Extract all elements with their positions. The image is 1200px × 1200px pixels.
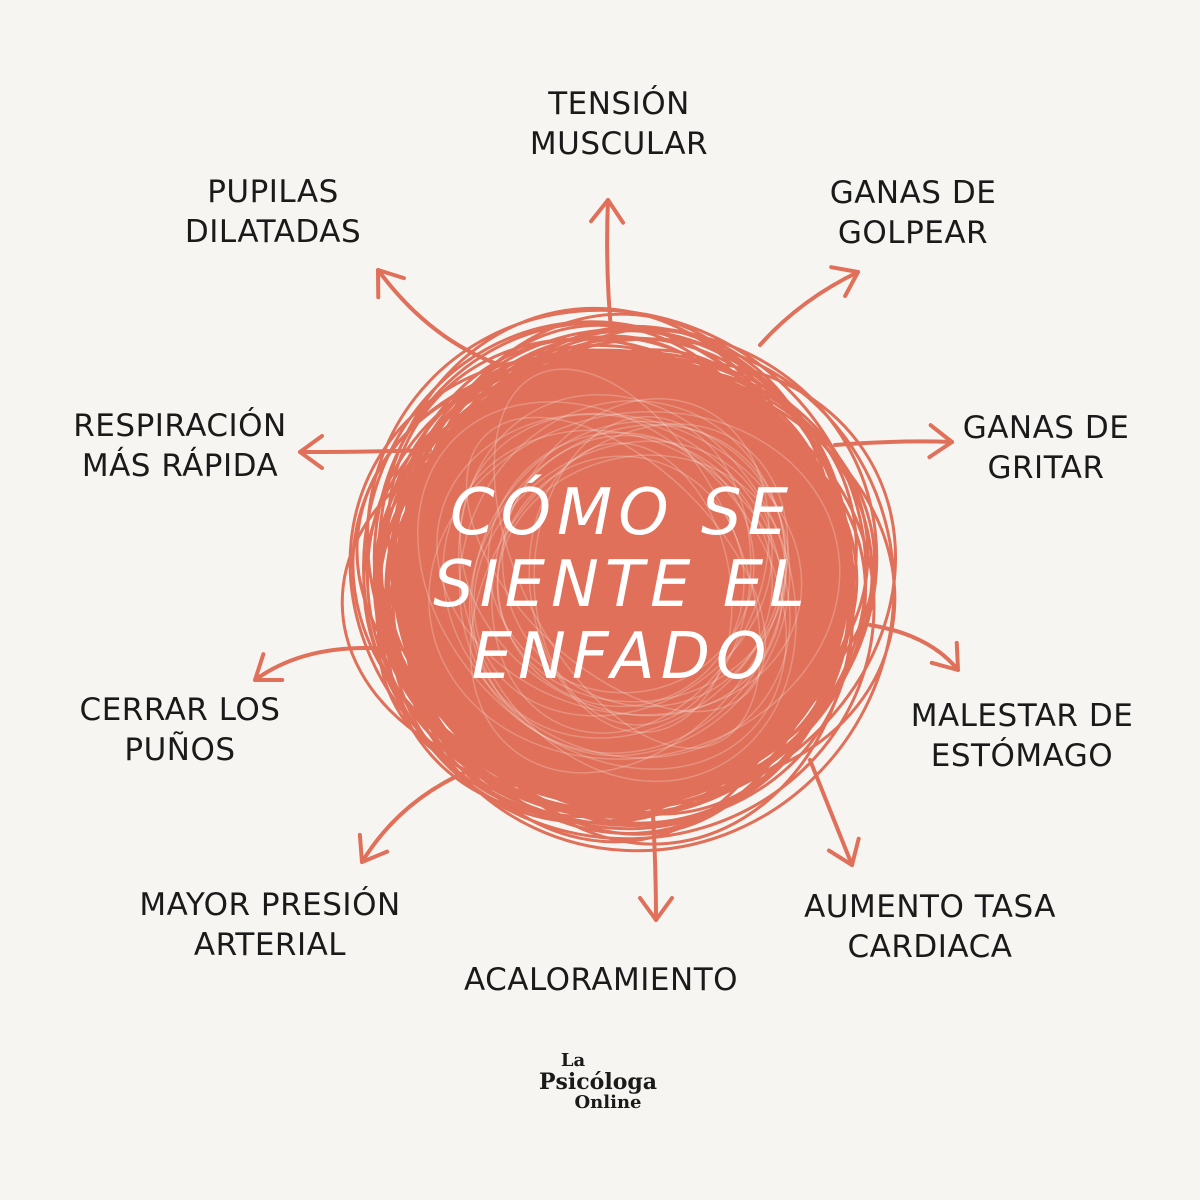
center-title-line-2: SIENTE EL [433, 548, 811, 622]
arrow-pupilas-dilatadas-shaft [376, 268, 502, 367]
arrow-tension-muscular-head [589, 198, 626, 225]
scribble-texture [501, 434, 774, 708]
arrow-ganas-de-golpear-shaft [758, 270, 860, 347]
arrow-malestar-de-estomago [868, 623, 960, 672]
arrow-cerrar-los-punos-shaft [253, 646, 402, 682]
scribble-texture [528, 442, 733, 734]
scribble-loop [448, 390, 853, 808]
arrow-cerrar-los-punos [253, 646, 402, 682]
scribble-loop [340, 414, 844, 787]
scribble-texture [473, 440, 773, 717]
scribble-ball [340, 306, 898, 853]
arrow-aumento-tasa-cardiaca [808, 758, 861, 867]
arrow-malestar-de-estomago-shaft [868, 623, 960, 672]
brand-logo: La Psicóloga Online [539, 1052, 657, 1112]
scribble-loop [463, 374, 838, 793]
scribble-texture [436, 412, 803, 716]
arrow-acaloramiento-shaft [650, 798, 658, 922]
scribble-texture [465, 416, 767, 713]
arrow-acaloramiento [638, 798, 674, 922]
scribble-texture [458, 399, 787, 754]
label-cerrar-los-punos: CERRAR LOS PUÑOS [79, 692, 281, 768]
arrow-respiracion-mas-rapida-shaft [298, 448, 432, 454]
label-aumento-tasa-cardiaca: AUMENTO TASA CARDIACA [804, 889, 1056, 965]
scribble-texture [428, 410, 841, 760]
scribble-texture [497, 455, 745, 708]
label-acaloramiento: ACALORAMIENTO [463, 962, 739, 998]
scribble-texture [470, 420, 791, 757]
scribble-texture [493, 368, 762, 749]
arrow-mayor-presion-arterial-shaft [360, 768, 472, 864]
scribble-texture [491, 397, 770, 734]
arrow-respiracion-mas-rapida-head [298, 434, 324, 470]
scribble-loop [374, 378, 817, 797]
arrow-malestar-de-estomago-head [929, 640, 960, 672]
scribble-loop [429, 392, 807, 788]
scribble-texture [459, 413, 784, 717]
arrow-pupilas-dilatadas-head [376, 268, 406, 300]
scribble-texture [469, 423, 789, 774]
label-tension-muscular: TENSIÓN MUSCULAR [529, 86, 709, 162]
label-ganas-de-gritar: GANAS DE GRITAR [962, 410, 1130, 486]
label-ganas-de-golpear: GANAS DE GOLPEAR [829, 175, 997, 251]
arrow-cerrar-los-punos-head [253, 652, 285, 682]
arrow-tension-muscular [589, 198, 626, 342]
arrow-ganas-de-golpear [758, 265, 860, 347]
arrow-pupilas-dilatadas [376, 268, 502, 367]
label-respiracion-mas-rapida: RESPIRACIÓN MÁS RÁPIDA [73, 408, 287, 484]
label-pupilas-dilatadas: PUPILAS DILATADAS [184, 174, 362, 250]
center-title-line-3: ENFADO [471, 620, 773, 694]
arrow-ganas-de-gritar-shaft [833, 439, 954, 447]
arrow-ganas-de-gritar-head [927, 423, 954, 460]
logo-line-1: La [560, 1050, 586, 1071]
arrow-respiracion-mas-rapida [298, 434, 432, 470]
logo-line-3: Online [574, 1092, 642, 1113]
arrows-group [253, 198, 960, 922]
scribble-loop [376, 369, 876, 841]
scribble-texture [496, 454, 787, 703]
arrow-ganas-de-gritar [833, 423, 954, 460]
scribble-texture [487, 431, 755, 694]
arrow-mayor-presion-arterial [357, 768, 472, 864]
center-title-line-1: CÓMO SE [449, 476, 795, 550]
scribble-texture [468, 424, 786, 739]
arrow-mayor-presion-arterial-head [357, 832, 390, 864]
arrow-aumento-tasa-cardiaca-shaft [808, 758, 854, 867]
scribble-texture [417, 401, 787, 770]
arrow-aumento-tasa-cardiaca-head [826, 836, 861, 867]
arrow-acaloramiento-head [638, 896, 674, 922]
scribble-loop [422, 386, 825, 782]
scribble-texture [533, 415, 752, 726]
scribble-loop [348, 354, 854, 828]
arrow-tension-muscular-shaft [605, 198, 614, 342]
arrow-ganas-de-golpear-head [829, 265, 860, 298]
label-mayor-presion-arterial: MAYOR PRESIÓN ARTERIAL [139, 887, 401, 963]
scribble-texture [442, 429, 791, 759]
logo-line-2: Psicóloga [538, 1069, 658, 1095]
label-malestar-de-estomago: MALESTAR DE ESTÓMAGO [910, 698, 1134, 774]
scribble-texture [458, 393, 797, 783]
scribble-loop [355, 362, 859, 767]
center-title: CÓMO SE SIENTE EL ENFADO [433, 477, 811, 693]
